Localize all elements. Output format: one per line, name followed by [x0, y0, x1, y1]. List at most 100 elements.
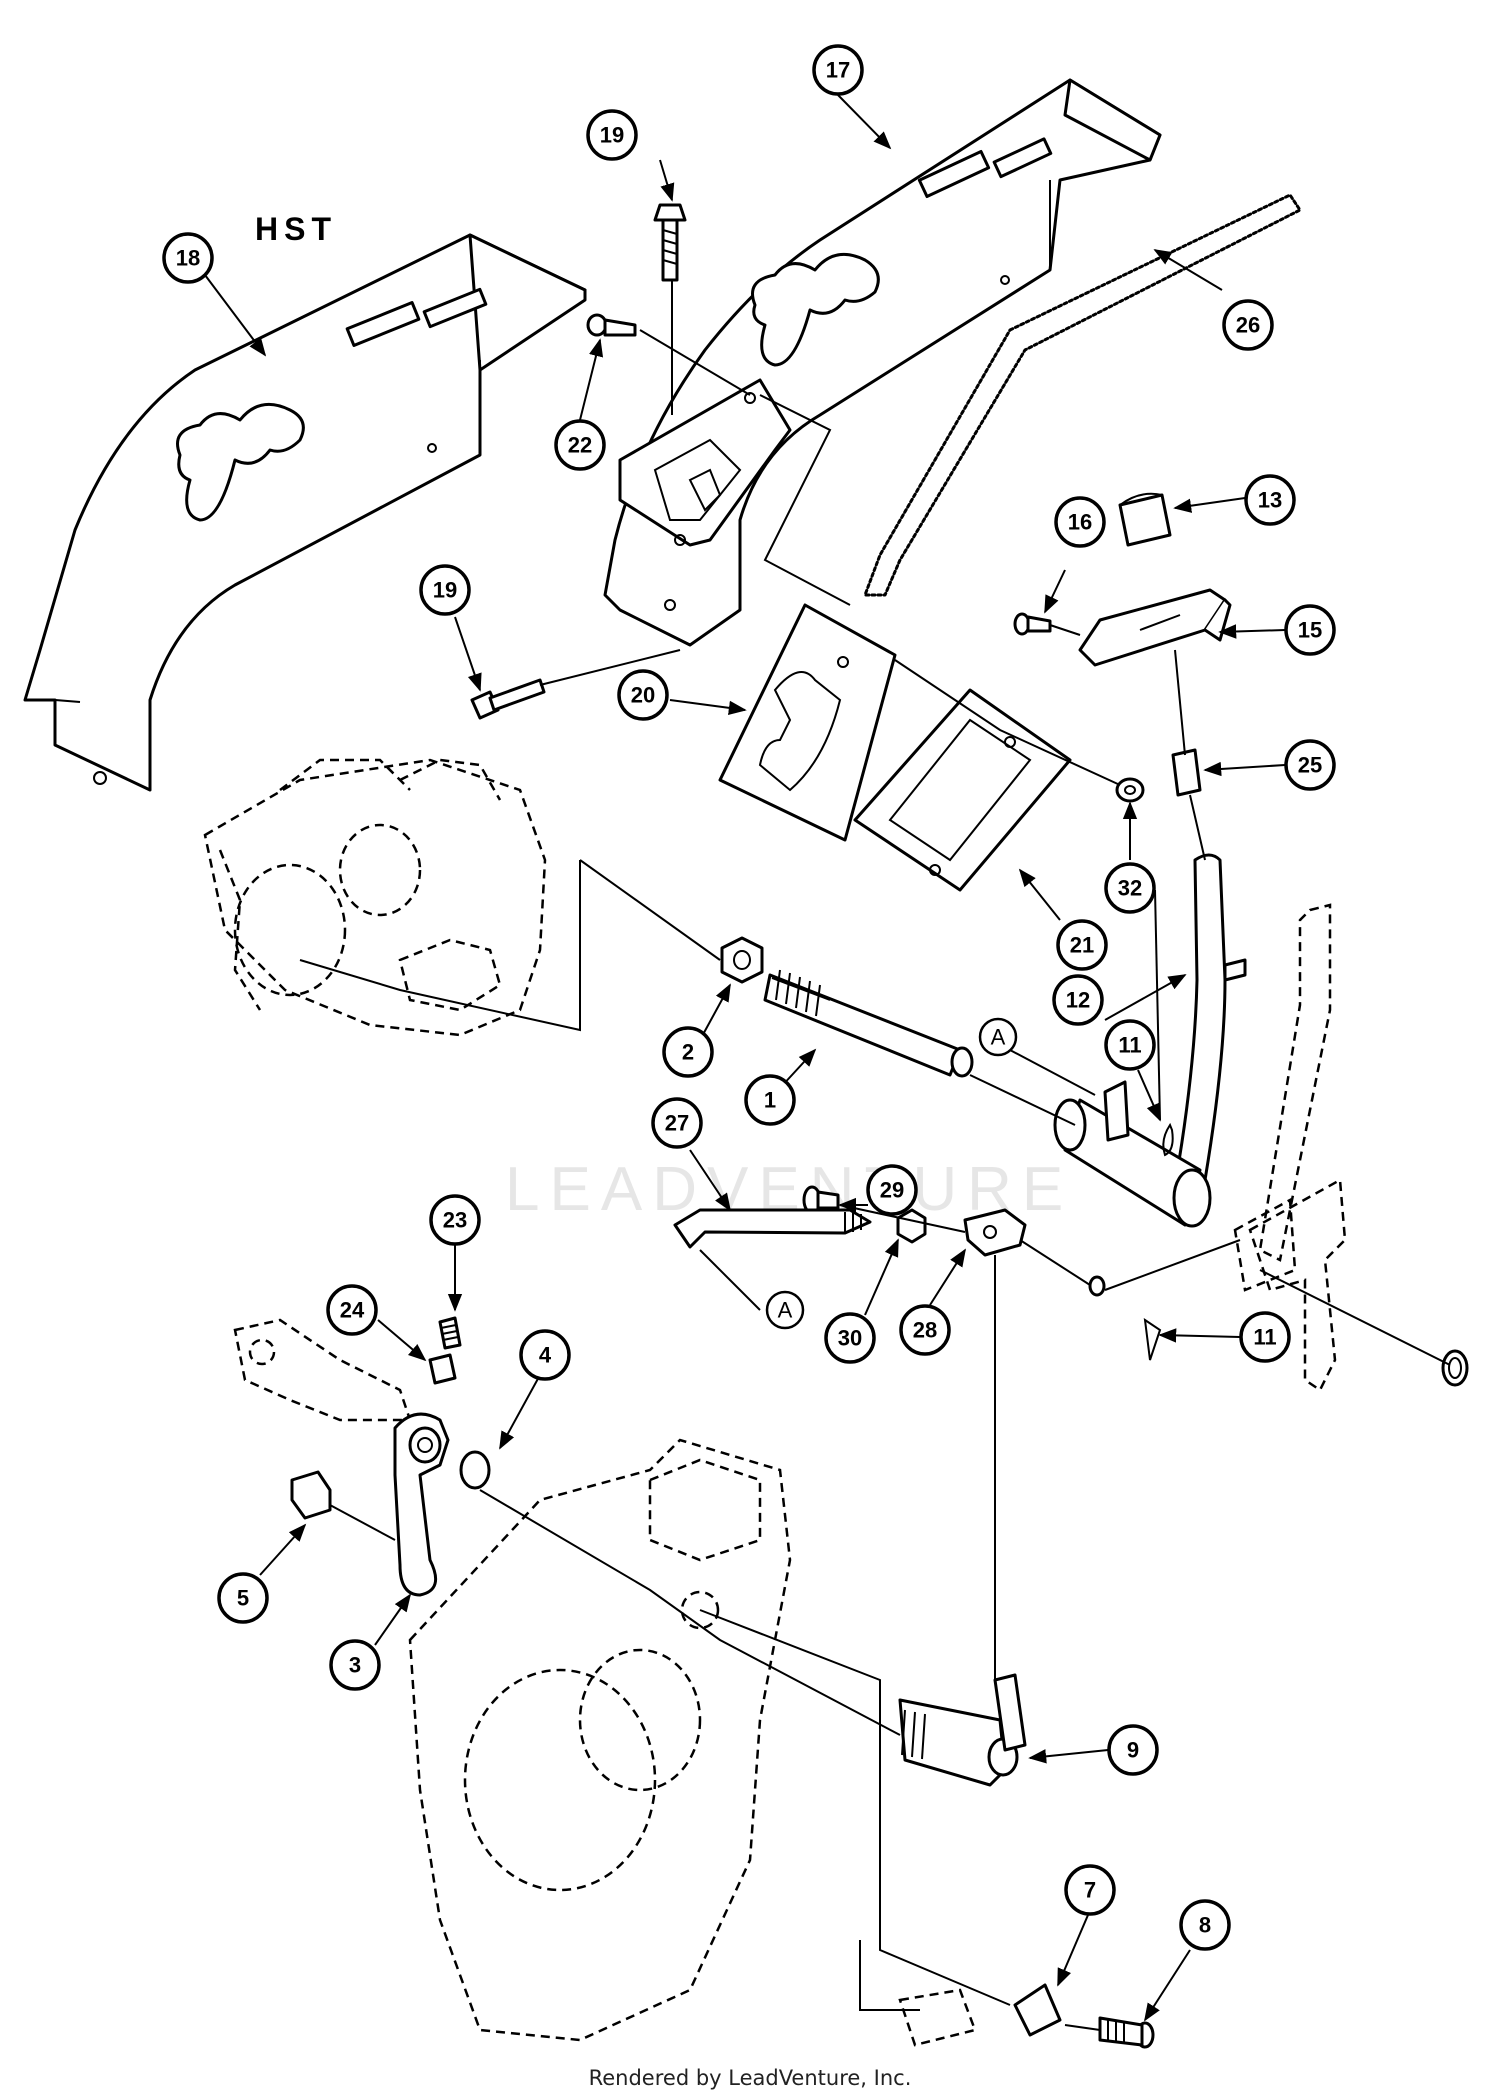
- callout-arrows: [204, 94, 1286, 2022]
- svg-text:18: 18: [176, 246, 200, 271]
- part-11-cotter-pin-upper: [1162, 1122, 1174, 1157]
- callout-16: 16: [1054, 496, 1106, 548]
- svg-text:29: 29: [880, 1178, 904, 1203]
- svg-text:8: 8: [1199, 1913, 1211, 1938]
- part-30-nut: [896, 1208, 927, 1244]
- callout-20: 20: [617, 669, 669, 721]
- svg-text:30: 30: [838, 1326, 862, 1351]
- part-24-nut: [428, 1353, 457, 1385]
- part-32-spacer: [1115, 777, 1145, 803]
- svg-text:13: 13: [1258, 488, 1282, 513]
- svg-text:5: 5: [237, 1586, 249, 1611]
- svg-text:22: 22: [568, 433, 592, 458]
- lever-frame-outline: [1233, 903, 1347, 1392]
- part-7-tab: [1013, 1983, 1062, 2037]
- footer-credit: Rendered by LeadVenture, Inc.: [588, 2066, 912, 2090]
- callout-2: 2: [662, 1026, 714, 1078]
- svg-text:17: 17: [826, 58, 850, 83]
- part-11-cotter-pin-lower: [1143, 1317, 1162, 1361]
- callout-1: 1: [744, 1074, 796, 1126]
- svg-text:32: 32: [1118, 876, 1142, 901]
- callout-23: 23: [429, 1194, 481, 1246]
- callout-4: 4: [519, 1329, 571, 1381]
- svg-text:7: 7: [1084, 1878, 1096, 1903]
- svg-text:23: 23: [443, 1208, 467, 1233]
- svg-text:19: 19: [433, 578, 457, 603]
- part-19-bolt-lower: [470, 678, 546, 720]
- svg-text:11: 11: [1118, 1033, 1141, 1058]
- part-3-arm: [393, 1412, 450, 1597]
- callout-3: 3: [329, 1639, 381, 1691]
- callout-12: 12: [1052, 974, 1104, 1026]
- callout-25: 25: [1284, 739, 1336, 791]
- pivot-tube: [1053, 1080, 1212, 1228]
- callout-8: 8: [1179, 1899, 1231, 1951]
- coupler-outline: [898, 1988, 977, 2047]
- part-21-gasket: [853, 688, 1072, 892]
- svg-text:26: 26: [1236, 313, 1260, 338]
- part-19-bolt-upper: [653, 203, 687, 282]
- callout-11-lower: 11: [1239, 1311, 1291, 1363]
- transmission-outline: [408, 1438, 792, 2042]
- part-26-trim-strip: [863, 193, 1302, 597]
- part-13-knob: [1118, 492, 1172, 547]
- svg-text:19: 19: [600, 123, 624, 148]
- washer: [1088, 1275, 1106, 1297]
- part-16-screw: [1013, 612, 1052, 636]
- svg-text:9: 9: [1127, 1738, 1139, 1763]
- part-15-bracket: [1078, 588, 1232, 667]
- part-8-bolt: [1098, 2016, 1155, 2049]
- engine-outline: [203, 758, 547, 1037]
- part-27-rod: [673, 1208, 872, 1249]
- callout-32: 32: [1104, 862, 1156, 914]
- svg-text:24: 24: [340, 1298, 365, 1323]
- callout-18: 18: [162, 232, 214, 284]
- snap-ring: [1441, 1349, 1469, 1387]
- svg-text:28: 28: [913, 1318, 937, 1343]
- svg-text:3: 3: [349, 1653, 361, 1678]
- svg-text:1: 1: [764, 1088, 776, 1113]
- part-2-nut: [720, 936, 764, 984]
- callout-11-upper: 11: [1104, 1019, 1156, 1071]
- part-5-block: [290, 1470, 332, 1520]
- svg-text:2: 2: [682, 1040, 694, 1065]
- svg-text:20: 20: [631, 683, 655, 708]
- assembly-lines: [299, 280, 1451, 2031]
- svg-text:A: A: [778, 1298, 793, 1323]
- part-28-swivel: [963, 1208, 1027, 1257]
- callout-21: 21: [1056, 919, 1108, 971]
- svg-text:4: 4: [539, 1343, 552, 1368]
- callout-15: 15: [1284, 604, 1336, 656]
- part-1-shaft: [763, 969, 974, 1078]
- part-25-sleeve: [1171, 748, 1202, 797]
- part-23-set-screw: [438, 1316, 462, 1350]
- svg-text:25: 25: [1298, 753, 1322, 778]
- callout-19-lower: 19: [419, 564, 471, 616]
- part-9-shaft: [898, 1673, 1027, 1787]
- callout-22: 22: [554, 419, 606, 471]
- svg-text:16: 16: [1068, 510, 1092, 535]
- svg-text:15: 15: [1298, 618, 1322, 643]
- callout-a-lower: A: [765, 1290, 805, 1330]
- callout-27: 27: [651, 1097, 703, 1149]
- callout-28: 28: [899, 1304, 951, 1356]
- callout-29: 29: [866, 1164, 918, 1216]
- part-22-screw: [586, 313, 637, 337]
- part-20-gasket: [718, 603, 897, 842]
- part-17-shift-plate: [603, 78, 1162, 647]
- callout-26: 26: [1222, 299, 1274, 351]
- svg-text:12: 12: [1066, 988, 1090, 1013]
- callout-9: 9: [1107, 1724, 1159, 1776]
- callout-30: 30: [824, 1312, 876, 1364]
- part-4-o-ring: [459, 1450, 491, 1490]
- svg-text:11: 11: [1253, 1325, 1276, 1350]
- callout-13: 13: [1244, 474, 1296, 526]
- callout-17: 17: [812, 44, 864, 96]
- callout-5: 5: [217, 1572, 269, 1624]
- svg-text:21: 21: [1070, 933, 1094, 958]
- svg-text:27: 27: [665, 1111, 689, 1136]
- svg-text:A: A: [991, 1025, 1006, 1050]
- linkage-outline: [233, 1318, 412, 1422]
- part-12-shift-lever: [1173, 853, 1247, 1192]
